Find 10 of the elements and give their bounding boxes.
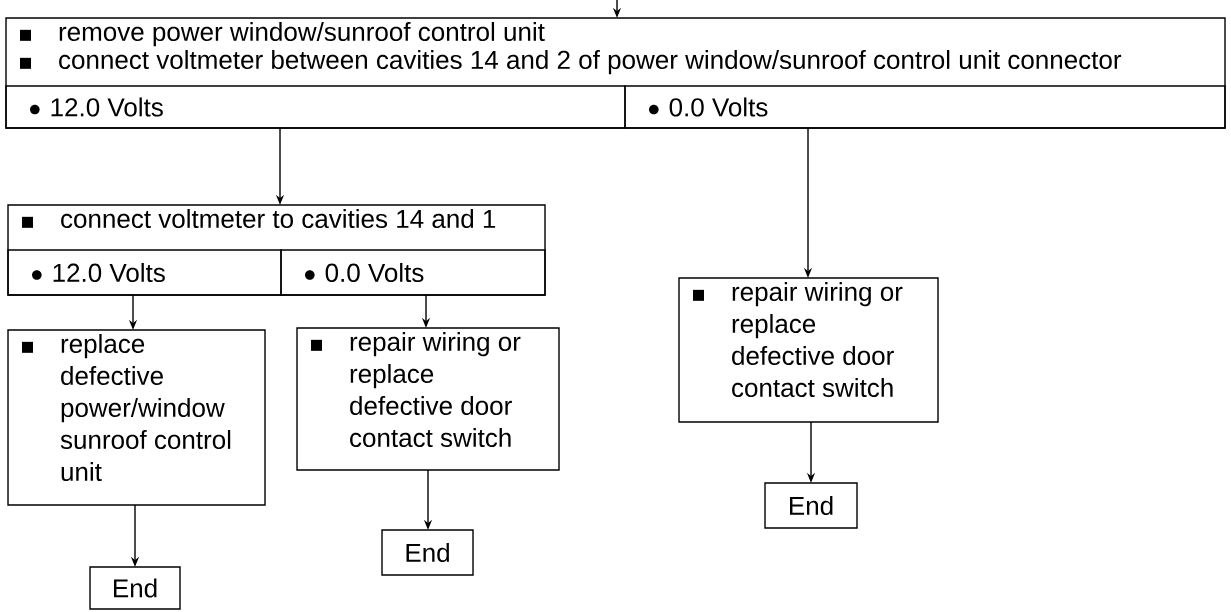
end-box: End: [89, 566, 181, 610]
result-cell: 12.0 Volts: [7, 249, 282, 296]
result-cell: 12.0 Volts: [5, 85, 626, 129]
instruction-box: repair wiring or replace defective door contact switch: [678, 277, 939, 423]
instruction-box: repair wiring or replace defective door contact switch: [296, 327, 560, 471]
result-cell: 0.0 Volts: [280, 249, 546, 296]
result-cell: 0.0 Volts: [624, 85, 1226, 129]
instruction-box: replace defective power/window sunroof control unit: [7, 329, 266, 506]
end-box: End: [381, 529, 474, 576]
end-box: End: [764, 482, 858, 529]
